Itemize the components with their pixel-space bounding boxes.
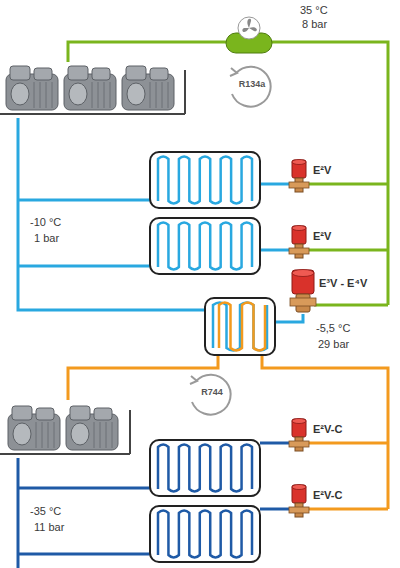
cascade-exchanger [205, 298, 275, 355]
co2-branch [308, 508, 388, 511]
valve-label: E²V [313, 230, 331, 243]
temperature-label: -35 °C [30, 505, 61, 518]
rack-shelf [0, 453, 130, 455]
suction-branch [18, 265, 150, 268]
coil-frame [150, 152, 275, 562]
co2-suction-main [17, 458, 20, 568]
evaporator [150, 218, 260, 274]
valve-label: E²V-C [313, 423, 342, 436]
co2-expansion-line [260, 442, 290, 445]
coil-tube [158, 445, 252, 492]
expansion-valve [289, 160, 309, 193]
evaporator [150, 506, 260, 562]
compressor [8, 406, 60, 450]
liquid-branch [308, 183, 388, 186]
liquid-branch [314, 304, 388, 307]
coil-tube [158, 223, 252, 270]
suction-main [18, 118, 205, 310]
temperature-label: -5,5 °C [316, 322, 350, 335]
compressor-rack [0, 406, 130, 454]
co2-expansion-line [260, 508, 290, 511]
expansion-line [275, 314, 303, 322]
pressure-label: 1 bar [34, 232, 59, 245]
compressor [64, 66, 116, 110]
coil-group [158, 157, 267, 558]
valve-label: E²V-C [313, 489, 342, 502]
coil-tube [158, 511, 252, 558]
liquid-branch [308, 249, 388, 252]
compressor [122, 66, 174, 110]
temperature-label: 35 °C [300, 4, 328, 17]
expansion-valve [289, 485, 309, 518]
pressure-label: 8 bar [302, 18, 327, 31]
expansion-valve [289, 419, 309, 452]
rack-post [129, 410, 131, 454]
pressure-label: 29 bar [318, 338, 349, 351]
rack-post [184, 70, 186, 114]
expansion-line [260, 183, 290, 186]
rack-shelf [0, 113, 185, 115]
condenser-fan [226, 17, 272, 53]
coil-tube [158, 157, 252, 204]
cycle-arrow [190, 375, 231, 415]
valve-label: E³V - E⁴V [319, 277, 367, 290]
expansion-line [260, 249, 290, 252]
co2-suction-branch [18, 487, 150, 490]
cycle-arrow [230, 67, 271, 107]
expansion-valve [290, 270, 316, 313]
compressor [6, 66, 58, 110]
pressure-label: 11 bar [34, 521, 64, 534]
co2-discharge [68, 355, 218, 400]
compressor [66, 406, 118, 450]
evaporator [150, 152, 260, 208]
refrigerant-label: R744 [201, 386, 223, 399]
valve-label: E²V [313, 164, 331, 177]
co2-liquid [262, 355, 388, 509]
evaporator [150, 440, 260, 496]
co2-branch [308, 442, 388, 445]
coil-tube [213, 303, 267, 351]
refrigerant-label: R134a [239, 78, 266, 91]
coil-tube [219, 303, 265, 351]
temperature-label: -10 °C [30, 216, 61, 229]
co2-suction-branch [18, 553, 150, 556]
suction-line [18, 118, 303, 322]
expansion-valve [289, 226, 309, 259]
compressor-rack [0, 66, 185, 114]
suction-branch [18, 199, 150, 202]
